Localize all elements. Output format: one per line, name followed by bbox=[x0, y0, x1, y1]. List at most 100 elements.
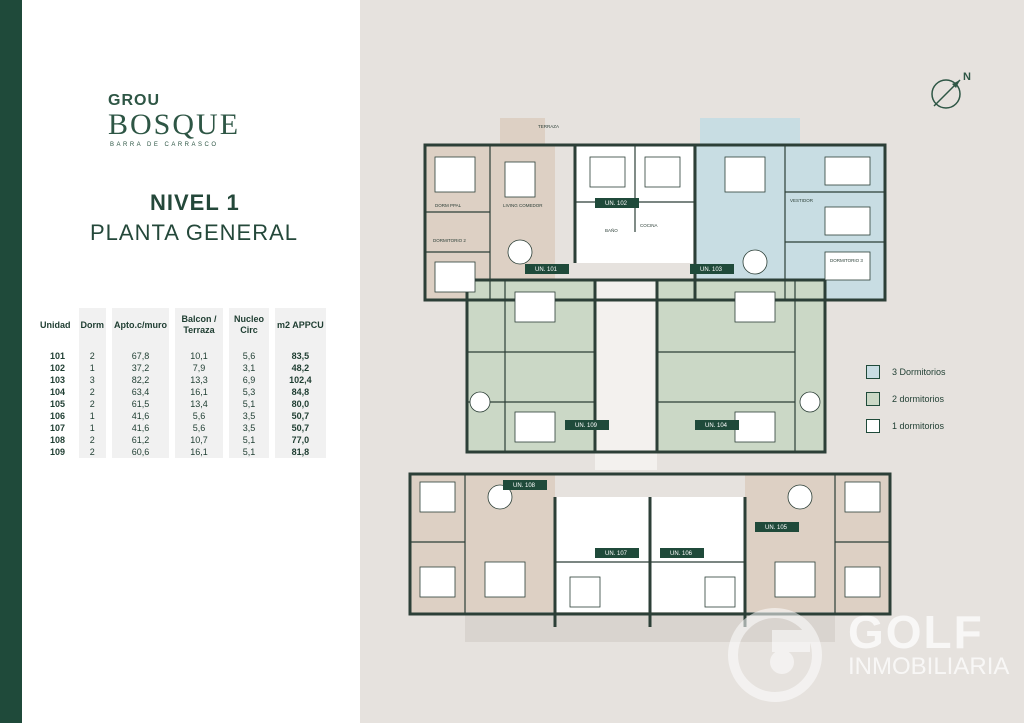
compass-letter: N bbox=[963, 71, 971, 83]
tag-un101: UN. 101 bbox=[535, 267, 558, 273]
table-cell: 37,2 bbox=[112, 362, 170, 374]
table-cell: 3,5 bbox=[229, 422, 270, 434]
tag-un103: UN. 103 bbox=[700, 267, 723, 273]
header-m2: m2 APPCU bbox=[275, 308, 326, 342]
left-accent-band bbox=[0, 0, 22, 723]
table-cell: 10,7 bbox=[175, 434, 224, 446]
legend: 3 Dormitorios 2 dormitorios 1 dormitorio… bbox=[866, 364, 946, 445]
table-cell: 1 bbox=[78, 362, 107, 374]
table-cell: 63,4 bbox=[112, 386, 170, 398]
header-apto: Apto.c/muro bbox=[112, 308, 170, 342]
table-cell: 102 bbox=[50, 363, 66, 373]
watermark-main: GOLF bbox=[848, 606, 984, 658]
furniture bbox=[419, 156, 881, 608]
table-cell: 83,5 bbox=[275, 350, 326, 362]
table-cell: 1 bbox=[78, 422, 107, 434]
table-cell: 13,3 bbox=[175, 374, 224, 386]
table-cell: 2 bbox=[78, 446, 107, 458]
brand-logo: GROU BOSQUE BARRA DE CARRASCO bbox=[108, 92, 240, 148]
table-cell: 81,8 bbox=[275, 446, 326, 458]
table-cell: 2 bbox=[78, 434, 107, 446]
table-cell: 82,2 bbox=[112, 374, 170, 386]
room-label-bano: BAÑO bbox=[605, 227, 618, 233]
level-title: NIVEL 1 bbox=[150, 190, 240, 215]
legend-label: 3 Dormitorios bbox=[892, 366, 946, 377]
table-cell: 41,6 bbox=[112, 422, 170, 434]
units-table: Unidad Dorm Apto.c/muro Balcon / Terraza… bbox=[32, 308, 332, 458]
unit-tags: UN. 101 UN. 102 UN. 103 UN. 109 UN. 104 … bbox=[503, 198, 799, 558]
legend-label: 1 dormitorios bbox=[892, 420, 945, 431]
header-nucleo: Nucleo Circ bbox=[229, 308, 270, 342]
table-cell: 2 bbox=[78, 350, 107, 362]
table-cell: 50,7 bbox=[275, 422, 326, 434]
table-spacer bbox=[38, 342, 326, 350]
table-cell: 13,4 bbox=[175, 398, 224, 410]
table-cell: 80,0 bbox=[275, 398, 326, 410]
table-cell: 107 bbox=[50, 423, 66, 433]
table-cell: 50,7 bbox=[275, 410, 326, 422]
room-label-dorm2: DORMITORIO 2 bbox=[433, 238, 466, 243]
brand-top: GROU bbox=[108, 92, 160, 109]
room-label-vestidor: VESTIDOR bbox=[790, 198, 814, 203]
table-cell: 77,0 bbox=[275, 434, 326, 446]
table-cell: 6,9 bbox=[229, 374, 270, 386]
table-cell: 5,1 bbox=[229, 446, 270, 458]
table-cell: 10,1 bbox=[175, 350, 224, 362]
legend-item-3dorm: 3 Dormitorios bbox=[866, 364, 946, 379]
floor-plan: UN. 101 UN. 102 UN. 103 UN. 109 UN. 104 … bbox=[408, 118, 892, 642]
table-cell: 5,3 bbox=[229, 386, 270, 398]
table-cell: 103 bbox=[50, 375, 66, 385]
plan-subtitle: PLANTA GENERAL bbox=[90, 220, 298, 245]
table-cell: 3,5 bbox=[229, 410, 270, 422]
table-cell: 3,1 bbox=[229, 362, 270, 374]
header-dorm: Dorm bbox=[78, 308, 107, 342]
header-balcon: Balcon / Terraza bbox=[175, 308, 224, 342]
brand-main: BOSQUE bbox=[108, 108, 241, 141]
tag-un104: UN. 104 bbox=[705, 423, 728, 429]
room-label-terraza: TERRAZA bbox=[538, 124, 559, 129]
room-label-dorm3: DORMITORIO 3 bbox=[830, 258, 863, 263]
core-circulation bbox=[595, 280, 657, 470]
terrace-103 bbox=[700, 118, 800, 148]
table-cell: 5,1 bbox=[229, 434, 270, 446]
golf-watermark: GOLF INMOBILIARIA bbox=[848, 605, 1009, 681]
table-row: 102 1 37,2 7,9 3,1 48,2 bbox=[38, 362, 326, 374]
table-cell: 41,6 bbox=[112, 410, 170, 422]
tag-un109: UN. 109 bbox=[575, 423, 598, 429]
table-cell: 16,1 bbox=[175, 386, 224, 398]
legend-label: 2 dormitorios bbox=[892, 393, 945, 404]
compass-icon: N bbox=[931, 71, 971, 109]
legend-swatch bbox=[866, 418, 880, 433]
table-cell: 104 bbox=[50, 387, 66, 397]
tag-un102: UN. 102 bbox=[605, 201, 628, 207]
table-cell: 102,4 bbox=[275, 374, 326, 386]
table-cell: 61,5 bbox=[112, 398, 170, 410]
table-cell: 1 bbox=[78, 410, 107, 422]
terrace-101 bbox=[500, 118, 545, 148]
room-label-dorm-ppal: DORM PPAL bbox=[435, 203, 462, 208]
legend-item-2dorm: 2 dormitorios bbox=[866, 391, 946, 406]
tag-un106: UN. 106 bbox=[670, 551, 693, 557]
watermark-sub: INMOBILIARIA bbox=[848, 653, 1010, 680]
table-cell: 7,9 bbox=[175, 362, 224, 374]
table-cell: 101 bbox=[50, 351, 66, 361]
table-row: 108 2 61,2 10,7 5,1 77,0 bbox=[38, 434, 326, 446]
table-cell: 108 bbox=[50, 435, 66, 445]
table-cell: 106 bbox=[50, 411, 66, 421]
table-cell: 16,1 bbox=[175, 446, 224, 458]
table-cell: 48,2 bbox=[275, 362, 326, 374]
walls bbox=[408, 143, 892, 627]
legend-item-1dorm: 1 dormitorios bbox=[866, 418, 946, 433]
room-labels: TERRAZA LIVING COMEDOR DORM PPAL DORMITO… bbox=[433, 124, 863, 263]
table-cell: 61,2 bbox=[112, 434, 170, 446]
table-cell: 5,6 bbox=[229, 350, 270, 362]
tag-un105: UN. 105 bbox=[765, 525, 788, 531]
tag-un108: UN. 108 bbox=[513, 483, 536, 489]
room-label-cocina: COCINA bbox=[640, 223, 658, 228]
